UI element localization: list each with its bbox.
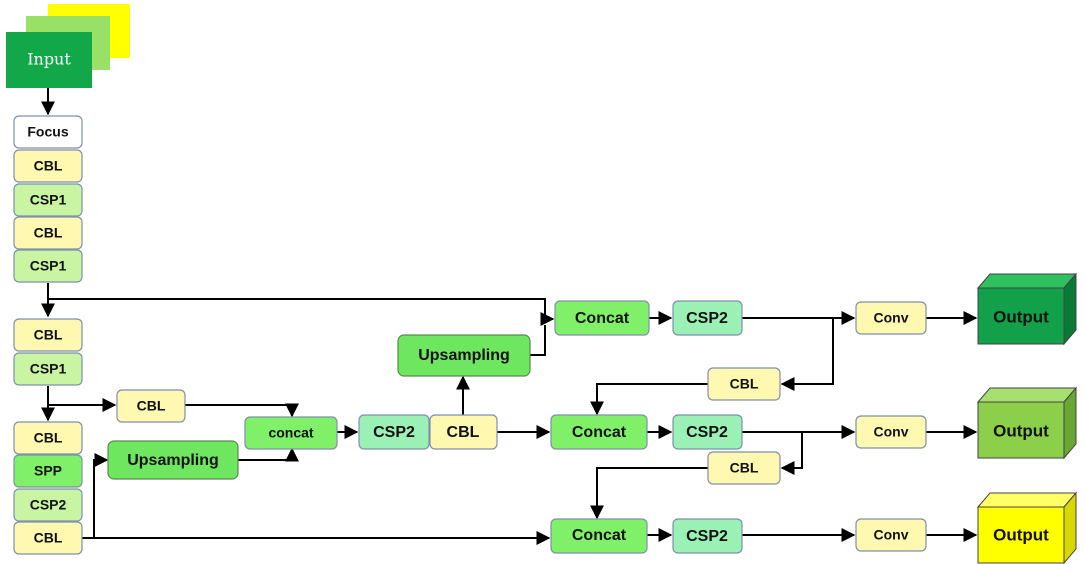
output-cube-3: Output <box>976 491 1078 564</box>
upsampling-low-block <box>107 440 239 480</box>
concat-mid-block <box>550 414 648 450</box>
upsampling-high-block <box>397 334 531 377</box>
output-cube-1: Output <box>976 272 1078 346</box>
input-label: Input <box>27 50 71 69</box>
conv-head-3-label: Conv <box>874 527 909 543</box>
csp2-bottom-label: CSP2 <box>686 528 728 545</box>
csp1-block-1 <box>13 183 83 217</box>
cbl-block-5 <box>13 521 83 555</box>
cbl-block-2 <box>13 216 83 250</box>
input-layer-front <box>6 32 92 88</box>
csp1-block-2 <box>13 249 83 283</box>
backbone-column: Focus CBL CSP1 CBL CSP1 CBL CSP1 CBL SPP… <box>13 115 83 555</box>
concat-low-label: concat <box>268 425 313 441</box>
csp2-block-backbone-label: CSP2 <box>30 497 67 513</box>
csp2-block-backbone <box>13 488 83 522</box>
cbl-branch-block <box>116 389 186 423</box>
csp2-mid-label: CSP2 <box>373 424 415 441</box>
concat-low-block <box>244 416 338 450</box>
cbl-right-mid-block <box>707 451 781 485</box>
cbl-mid-block <box>429 414 498 450</box>
csp1-block-3 <box>13 352 83 386</box>
concat-top-label: Concat <box>575 310 630 327</box>
concat-mid-label: Concat <box>572 424 627 441</box>
focus-block-label: Focus <box>27 124 68 140</box>
csp2-mid-block <box>358 414 430 450</box>
concat-top-block <box>554 300 650 336</box>
conv-head-1-label: Conv <box>874 310 909 326</box>
cbl-block-1-label: CBL <box>34 158 63 174</box>
conv-head-3 <box>855 518 927 552</box>
cbl-mid-label: CBL <box>447 424 480 441</box>
spp-block-label: SPP <box>34 463 62 479</box>
cbl-block-5-label: CBL <box>34 530 63 546</box>
cbl-block-4-label: CBL <box>34 430 63 446</box>
detection-heads: Conv Conv Conv Output Output Output <box>855 272 1078 564</box>
spp-block <box>13 454 83 488</box>
csp2-mid2-label: CSP2 <box>686 424 728 441</box>
conv-head-1 <box>855 301 927 335</box>
cbl-block-3-label: CBL <box>34 327 63 343</box>
cbl-block-2-label: CBL <box>34 225 63 241</box>
cbl-branch-label: CBL <box>137 398 166 414</box>
output-label-3: Output <box>993 525 1049 544</box>
upsampling-high-label: Upsampling <box>418 347 510 364</box>
csp2-mid2-block <box>672 414 743 450</box>
focus-block <box>13 115 83 149</box>
conv-head-2 <box>855 415 927 449</box>
output-cube-2: Output <box>976 386 1078 460</box>
csp1-block-3-label: CSP1 <box>30 361 67 377</box>
output-label-2: Output <box>993 421 1049 440</box>
input-stack: Input <box>6 4 130 88</box>
cbl-right-top-block <box>707 367 781 401</box>
concat-bottom-label: Concat <box>572 527 627 544</box>
output-label-1: Output <box>993 307 1049 326</box>
csp2-top-block <box>672 300 743 336</box>
csp1-block-2-label: CSP1 <box>30 258 67 274</box>
upsampling-low-label: Upsampling <box>127 452 219 469</box>
concat-bottom-block <box>550 518 648 554</box>
neck-blocks: CBL Upsampling concat CSP2 CBL Upsamplin… <box>107 300 781 554</box>
csp2-top-label: CSP2 <box>686 310 728 327</box>
conv-head-2-label: Conv <box>874 424 909 440</box>
cbl-right-mid-label: CBL <box>730 460 759 476</box>
cbl-block-1 <box>13 149 83 183</box>
connectors <box>41 88 978 545</box>
csp2-bottom-block <box>672 518 743 554</box>
cbl-block-3 <box>13 318 83 352</box>
csp1-block-1-label: CSP1 <box>30 192 67 208</box>
cbl-right-top-label: CBL <box>730 376 759 392</box>
cbl-block-4 <box>13 421 83 455</box>
